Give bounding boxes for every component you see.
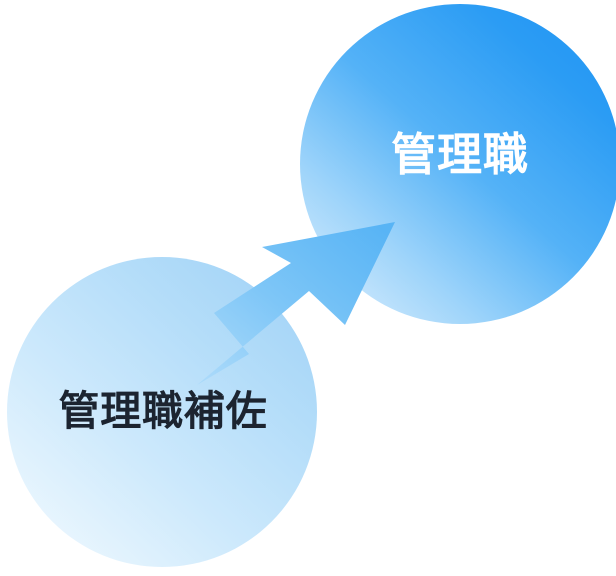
node-label-target: 管理職 xyxy=(391,129,529,180)
growth-arrow-icon xyxy=(197,222,395,385)
node-label-source: 管理職補佐 xyxy=(58,388,268,434)
